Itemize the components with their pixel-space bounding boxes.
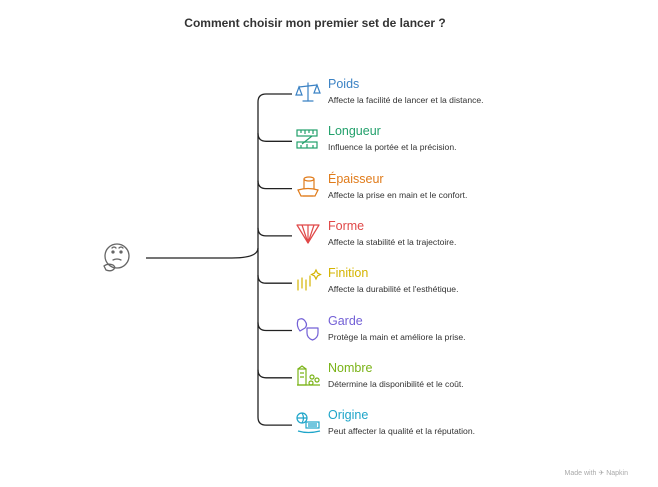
branch-title: Longueur [328, 124, 381, 139]
branch-line [257, 275, 292, 284]
branch-title: Nombre [328, 360, 373, 375]
branch-description: Influence la portée et la précision. [328, 142, 457, 153]
trunk-join [231, 247, 259, 259]
branch-title: Forme [328, 218, 365, 233]
bracket-line [257, 93, 267, 426]
shape-triangle-icon [294, 221, 322, 247]
branch-title: Finition [328, 266, 369, 281]
branch-title: Origine [328, 408, 369, 423]
branch-line [257, 227, 292, 237]
branch-line [257, 369, 292, 379]
branch-description: Affecte la facilité de lancer et la dist… [328, 95, 484, 105]
balance-scale-icon [294, 79, 322, 105]
thinking-face-icon [103, 243, 130, 272]
branch-description: Protège la main et améliore la prise. [328, 331, 466, 342]
branch-description: Détermine la disponibilité et le coût. [328, 378, 464, 389]
branch-title: Garde [328, 313, 363, 328]
page-title: Comment choisir mon premier set de lance… [184, 16, 446, 30]
coin-stack-icon [294, 174, 322, 200]
shield-icon [294, 316, 322, 342]
branch-title: Poids [328, 77, 360, 91]
building-blocks-icon [294, 363, 322, 389]
branch-description: Affecte la durabilité et l'esthétique. [328, 284, 459, 295]
watermark: Made with ✈ Napkin [564, 470, 628, 477]
sparkle-icon [294, 268, 322, 294]
branch-line [257, 133, 292, 142]
branch-title: Épaisseur [328, 171, 384, 186]
ruler-icon [294, 126, 322, 152]
branch-line [257, 180, 292, 190]
branch-line [257, 322, 292, 332]
branch-description: Peut affecter la qualité et la réputatio… [328, 426, 475, 437]
branch-description: Affecte la stabilité et la trajectoire. [328, 236, 457, 247]
globe-flag-icon [294, 410, 322, 436]
branch-description: Affecte la prise en main et le confort. [328, 189, 468, 200]
